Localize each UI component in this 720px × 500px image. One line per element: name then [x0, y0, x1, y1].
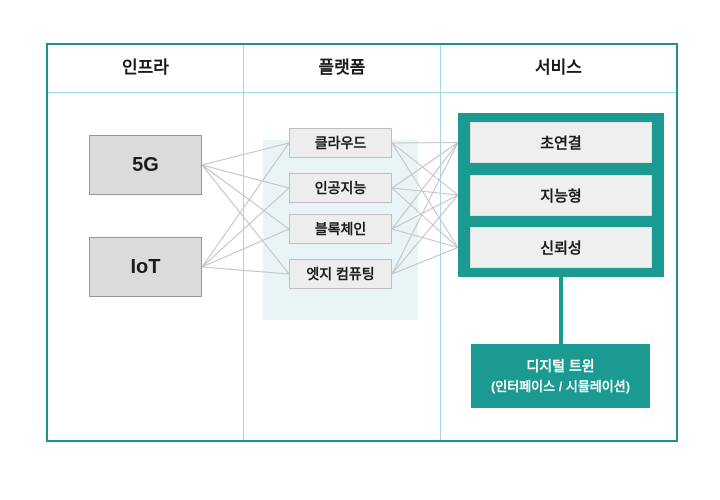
platform-box-blockchain: 블록체인	[289, 214, 392, 244]
services-group: 초연결 지능형 신뢰성	[458, 113, 664, 277]
infra-box-iot: IoT	[89, 237, 202, 297]
column-divider-1	[243, 45, 244, 440]
platform-box-cloud: 클라우드	[289, 128, 392, 158]
digital-twin-box: 디지털 트윈 (인터페이스 / 시뮬레이션)	[471, 344, 650, 408]
column-divider-2	[440, 45, 441, 440]
column-header-platform: 플랫폼	[318, 58, 366, 77]
column-header-infra: 인프라	[122, 58, 169, 77]
digital-twin-connector-line	[559, 277, 563, 344]
service-box-intelligent: 지능형	[470, 174, 652, 216]
platform-box-ai: 인공지능	[289, 173, 392, 203]
infra-box-5g: 5G	[89, 135, 202, 195]
platform-box-edge-computing: 엣지 컴퓨팅	[289, 259, 392, 289]
diagram-frame	[46, 43, 678, 442]
service-box-reliability: 신뢰성	[470, 227, 652, 268]
service-box-hyperconnectivity: 초연결	[470, 122, 652, 163]
digital-twin-title: 디지털 트윈	[526, 357, 595, 374]
column-header-services: 서비스	[535, 58, 582, 77]
digital-twin-subtitle: (인터페이스 / 시뮬레이션)	[490, 378, 631, 394]
header-divider	[48, 92, 676, 93]
